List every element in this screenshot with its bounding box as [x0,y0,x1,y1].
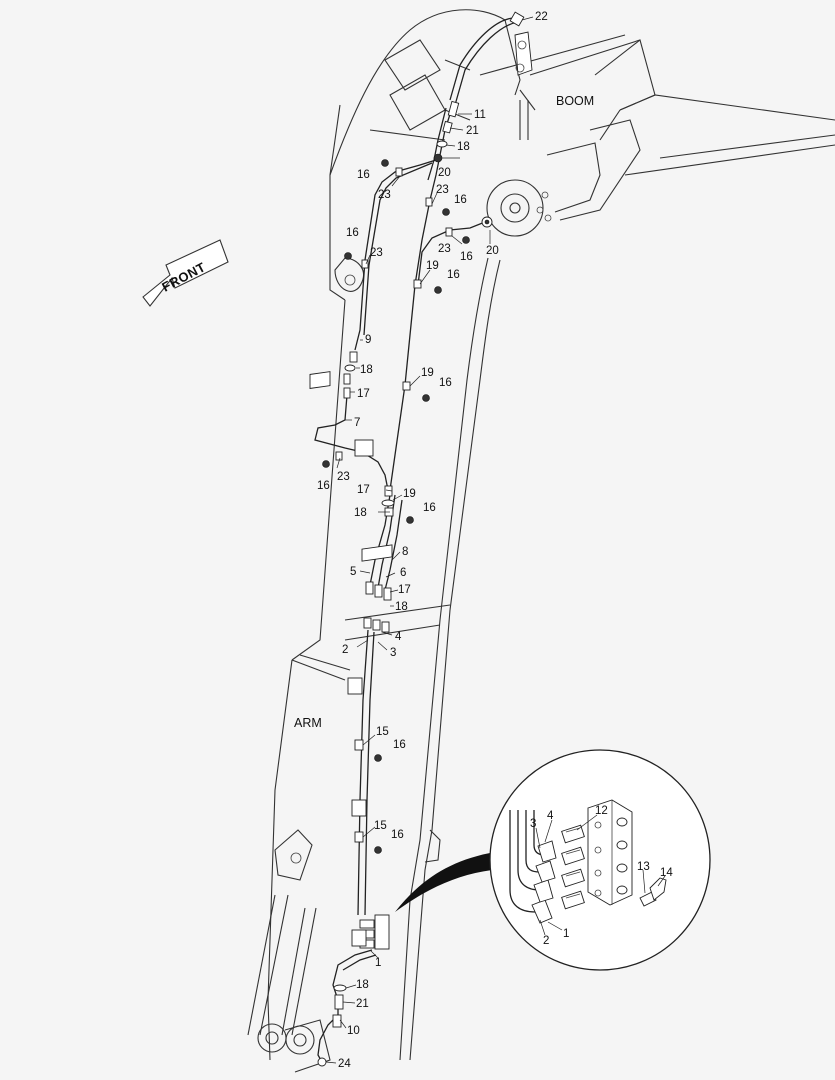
callout-22: 22 [535,11,548,23]
callout-16: 16 [393,739,406,751]
callout-7: 7 [354,417,360,429]
callout-16: 16 [454,194,467,206]
callout-15: 15 [374,820,387,832]
callout-17: 17 [398,584,411,596]
callout-4: 4 [395,631,402,643]
front-arrow: FRONT [142,239,229,307]
callout-24: 24 [338,1058,351,1070]
callout-numbers: 22 11 21 18 20 16 23 23 16 16 23 16 23 2… [317,11,673,1070]
callout-19: 19 [421,367,434,379]
callout-18: 18 [360,364,373,376]
callout-16: 16 [391,829,404,841]
arm-structure [247,9,521,1073]
boom-label: BOOM [556,94,594,108]
callout-17: 17 [357,388,370,400]
callout-23: 23 [337,471,350,483]
callout-19: 19 [403,488,416,500]
callout-15: 15 [376,726,389,738]
detail-callout-1: 1 [563,928,569,940]
callout-10: 10 [347,1025,360,1037]
callout-16: 16 [317,480,330,492]
callout-16: 16 [423,502,436,514]
arm-label: ARM [294,716,322,730]
callout-18: 18 [356,979,369,991]
callout-16: 16 [460,251,473,263]
callout-23: 23 [378,189,391,201]
callout-2: 2 [342,644,348,656]
callout-9: 9 [365,334,371,346]
callout-23: 23 [438,243,451,255]
callout-6: 6 [400,567,406,579]
callout-21: 21 [356,998,369,1010]
callout-18: 18 [457,141,470,153]
callout-16: 16 [357,169,370,181]
callout-20: 20 [438,167,451,179]
callout-16: 16 [439,377,452,389]
detail-callout-14: 14 [660,867,673,879]
detail-callout-12: 12 [595,805,608,817]
leader-lines [325,16,534,1064]
detail-callout-3: 3 [530,818,536,830]
detail-callout-4: 4 [547,810,554,822]
detail-callout-2: 2 [543,935,549,947]
fittings [309,11,533,1067]
callout-18: 18 [395,601,408,613]
callout-11: 11 [474,109,486,121]
callout-17: 17 [357,484,370,496]
callout-18: 18 [354,507,367,519]
detail-callout-13: 13 [637,861,650,873]
callout-8: 8 [402,546,408,558]
callout-1: 1 [375,957,381,969]
pipe-lines [314,17,519,1063]
callout-16: 16 [346,227,359,239]
boom-structure [479,34,835,237]
callout-19: 19 [426,260,439,272]
callout-23: 23 [436,184,449,196]
callout-5: 5 [350,566,356,578]
callout-16: 16 [447,269,460,281]
detail-inset [395,749,711,971]
callout-3: 3 [390,647,396,659]
callout-23: 23 [370,247,383,259]
callout-20: 20 [486,245,499,257]
callout-21: 21 [466,125,479,137]
